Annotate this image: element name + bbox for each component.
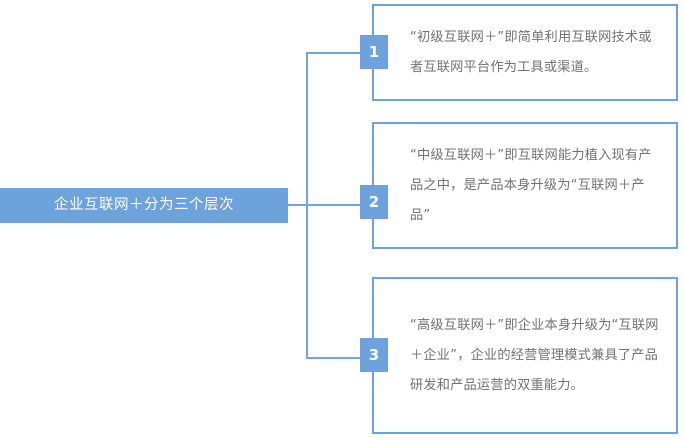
root-node-label: 企业互联网＋分为三个层次 [54, 197, 234, 214]
branch-badge-3-number: 3 [368, 345, 380, 364]
branch-badge-2: 2 [360, 185, 388, 219]
branch-card-1[interactable]: “初级互联网＋”即简单利用互联网技术或者互联网平台作为工具或渠道。 [372, 4, 678, 101]
branch-card-3-text: “高级互联网＋”即企业本身升级为“互联网＋企业”，企业的经营管理模式兼具了产品研… [410, 317, 659, 393]
connector-branch-2 [306, 204, 374, 206]
connector-branch-1 [306, 52, 374, 54]
branch-badge-2-number: 2 [368, 192, 380, 211]
branch-badge-1: 1 [360, 35, 388, 69]
root-node[interactable]: 企业互联网＋分为三个层次 [0, 188, 288, 223]
connector-root-stub [288, 204, 309, 206]
connector-branch-3 [306, 357, 374, 359]
branch-card-3[interactable]: “高级互联网＋”即企业本身升级为“互联网＋企业”，企业的经营管理模式兼具了产品研… [372, 277, 678, 434]
branch-card-2[interactable]: “中级互联网＋”即互联网能力植入现有产品之中，是产品本身升级为“互联网＋产品” [372, 122, 678, 249]
branch-badge-3: 3 [360, 338, 388, 372]
branch-card-2-text: “中级互联网＋”即互联网能力植入现有产品之中，是产品本身升级为“互联网＋产品” [410, 147, 652, 223]
branch-badge-1-number: 1 [368, 42, 380, 61]
branch-card-1-text: “初级互联网＋”即简单利用互联网技术或者互联网平台作为工具或渠道。 [410, 29, 652, 75]
